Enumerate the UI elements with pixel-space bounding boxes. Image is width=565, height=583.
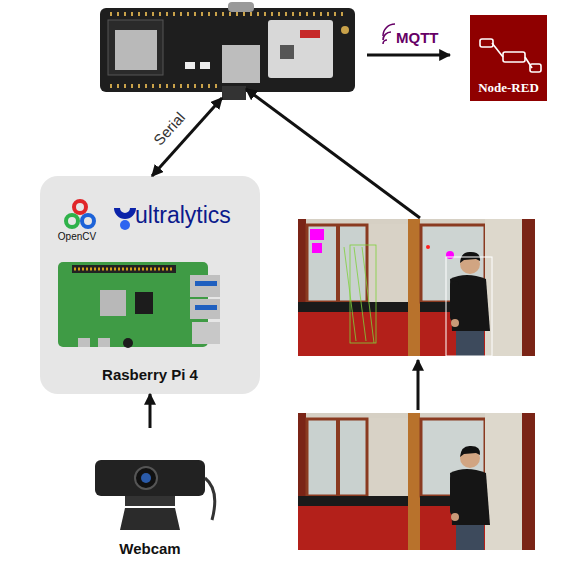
raspberry-pi-board [58,262,208,347]
opencv-logo [66,215,78,227]
zone-lines [344,247,374,343]
mqtt-icon [383,32,391,40]
ram-chip [135,292,153,314]
webcam-body [95,460,205,496]
process-arrow [417,360,420,410]
mcu-board [100,8,355,92]
raw-frame [298,413,535,550]
library-name: ultralytics [135,202,257,228]
keypoint [446,251,454,259]
soc-chip [100,290,126,316]
button [200,62,210,69]
flow-wire [525,57,532,68]
library-name: OpenCV [52,231,102,243]
sim-slot [222,45,260,83]
audio-jack [123,338,133,348]
sim-module [268,20,333,78]
usb-insert [195,281,217,286]
mqtt-arrow [367,54,450,57]
device-box: OpenCV ultralyticsRasberry Pi 4 [40,176,260,394]
webcam-lens-glass [141,473,151,483]
button [185,62,195,69]
module-shield [115,30,157,70]
opencv-logo [74,201,86,213]
gpio-pins [74,268,174,271]
ultralytics-logo [120,220,130,230]
app-name: Node-RED [470,81,547,96]
keypoint-box [312,243,322,253]
processed-frame [298,219,535,356]
webcam-clip [125,496,175,506]
device-name: Webcam [90,540,210,557]
usb-port [190,275,220,297]
usb-port [190,299,220,319]
connector-arrow [149,394,152,428]
flow-wire [492,43,503,57]
mqtt-icon [383,40,387,44]
flow-node [480,39,493,47]
webcam-stand [120,508,180,530]
usb-c-port [228,2,254,12]
serial-connector [222,86,246,100]
hdmi-port [78,338,90,347]
person-bbox [446,257,492,356]
pin-row [110,84,220,88]
usb-insert [195,305,217,310]
module-logo [300,30,320,38]
qr-code [280,45,294,59]
app-logo-box: Node-RED [470,15,547,101]
hdmi-port [98,338,110,347]
antenna-connector [341,26,349,34]
camera-device: Webcam [90,428,210,560]
frame-arrow [246,89,420,218]
esp32-module [108,20,163,75]
opencv-logo [82,215,94,227]
webcam-cable [205,478,215,520]
flow-node [503,52,525,62]
link-label: Serial [150,109,188,149]
keypoint-box [310,229,324,240]
ultralytics-logo [114,208,136,219]
device-name: Rasberry Pi 4 [40,366,260,383]
serial-arrow [152,98,222,176]
webcam-lens [135,467,157,489]
protocol-label: MQTT [396,29,439,46]
detection-overlay [310,229,492,356]
keypoint [426,245,430,249]
mqtt-icon [383,24,395,36]
zone-box [350,245,376,343]
flow-node [530,64,541,72]
gpio-header [72,265,176,273]
ethernet-port [192,322,220,344]
pin-row [110,12,345,16]
